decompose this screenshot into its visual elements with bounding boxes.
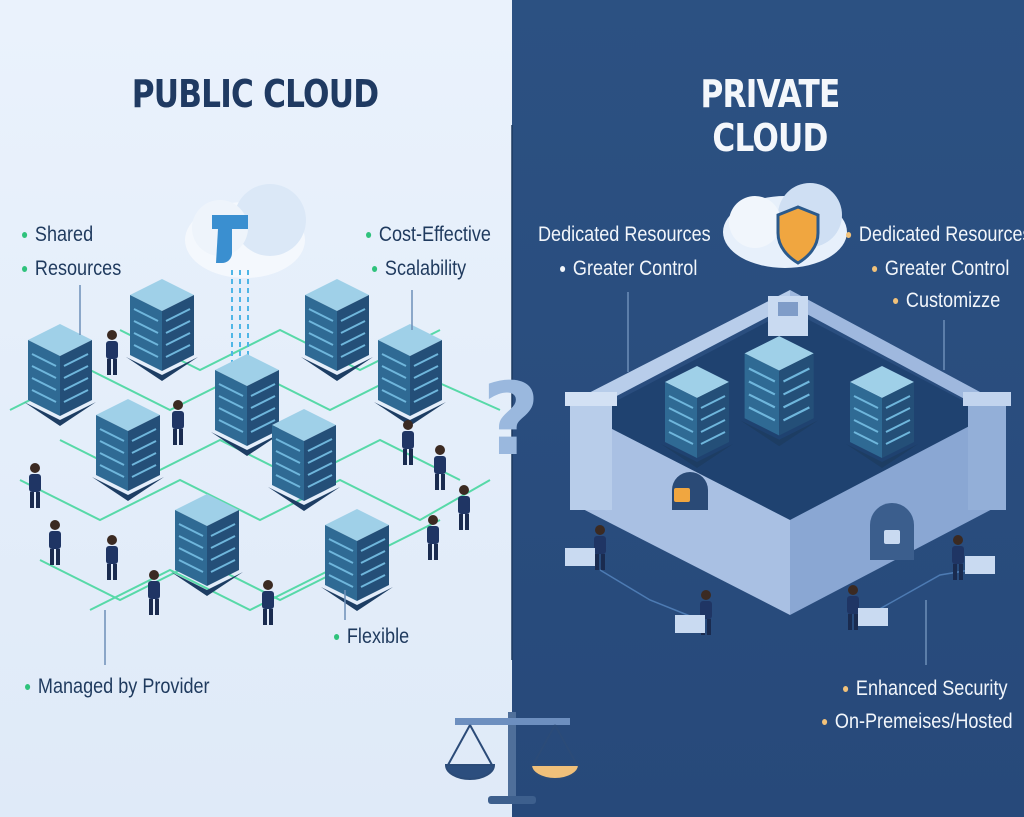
server-icon	[23, 323, 97, 427]
label-on-premises-hosted: On-Premeises/Hosted	[822, 710, 1013, 734]
label-dedicated-resources: Dedicated Resources	[538, 223, 711, 246]
label-flexible: Flexible	[334, 625, 409, 649]
balance-scale-icon	[444, 712, 581, 804]
public-servers	[23, 278, 447, 612]
label-cost-effective: Cost-Effective	[366, 223, 491, 247]
server-icon	[170, 493, 244, 597]
server-icon	[267, 408, 341, 512]
label-enhanced-security: Enhanced Security	[843, 677, 1008, 701]
label-resources: Resources	[22, 257, 121, 281]
private-people	[565, 525, 995, 635]
server-icon	[91, 398, 165, 502]
server-icon	[125, 278, 199, 382]
question-mark: ?	[482, 361, 541, 478]
label-shared: Shared	[22, 223, 93, 247]
cloud-shield-icon	[723, 183, 847, 268]
lock-icon	[884, 530, 900, 544]
cloud-faucet-icon	[185, 184, 306, 375]
label-greater-control: Greater Control	[560, 257, 697, 281]
castle-fortress-icon	[565, 290, 1011, 615]
private-cloud-title: PRIVATE CLOUD	[700, 72, 841, 160]
label-managed-by-provider: Managed by Provider	[25, 675, 210, 699]
label-greater-control-2: Greater Control	[872, 257, 1009, 281]
public-cloud-title: PUBLIC CLOUD	[131, 72, 379, 116]
server-icon	[373, 323, 447, 427]
label-dedicated-resources-2: Dedicated Resources	[846, 223, 1024, 247]
pointer-lines	[79, 285, 945, 665]
lock-icon	[674, 488, 690, 502]
label-scalability: Scalability	[372, 257, 466, 281]
label-customize: Customizze	[893, 289, 1000, 313]
server-icon	[300, 278, 374, 382]
server-icon	[320, 508, 394, 612]
